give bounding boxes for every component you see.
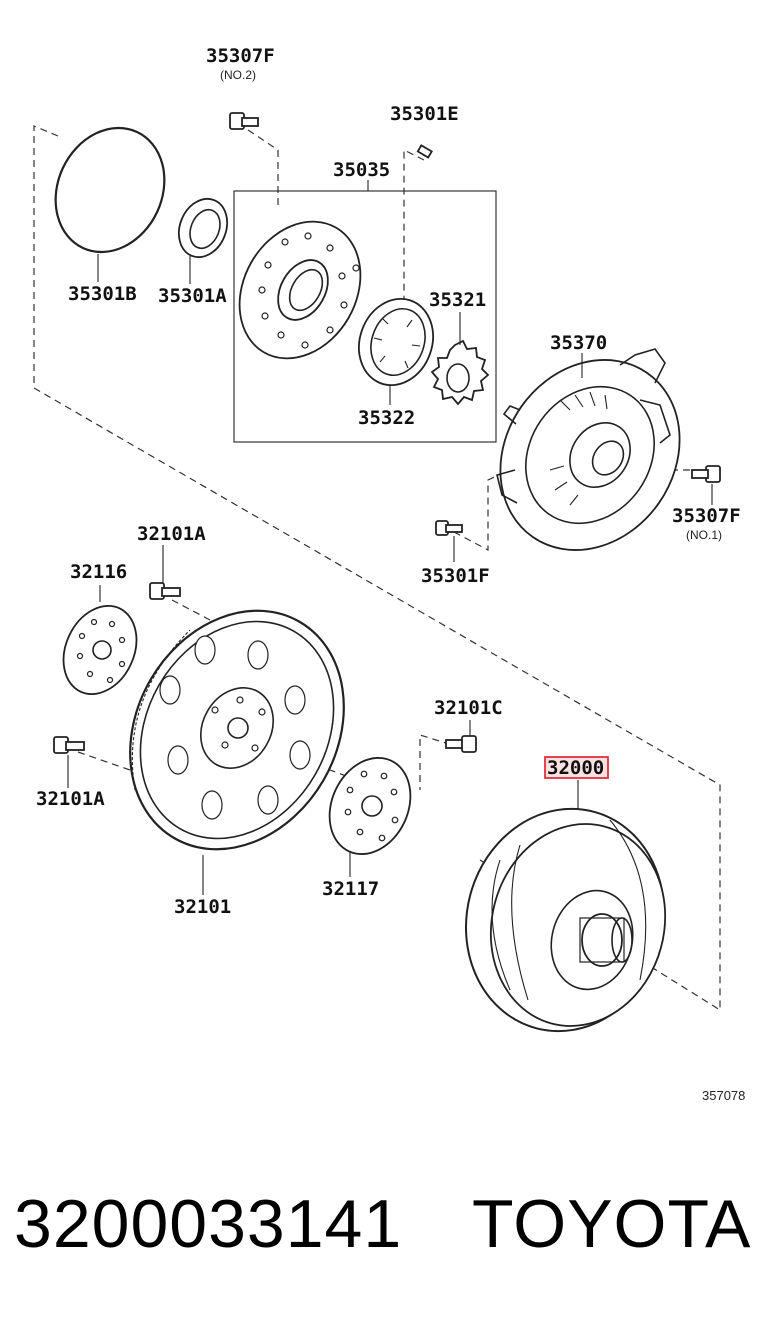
driven-gear-35322 <box>358 297 434 387</box>
callout-32101a-left: 32101A <box>36 788 105 810</box>
pin-35301e <box>416 144 433 159</box>
callout-32000: 32000 <box>547 757 604 779</box>
callout-32101: 32101 <box>174 896 231 918</box>
diagram-reference-number: 357078 <box>702 1088 745 1103</box>
pump-body-plate <box>238 220 362 360</box>
oil-seal-35301a <box>177 197 229 259</box>
part-number: 3200033141 <box>14 1186 403 1262</box>
torque-converter-32000 <box>465 807 667 1033</box>
callout-32101c: 32101C <box>434 697 503 719</box>
bolt-32101c <box>445 735 477 753</box>
callout-32101a-top: 32101A <box>137 523 206 545</box>
drive-plate-32101 <box>129 609 345 851</box>
callout-32000-highlight[interactable]: 32000 <box>544 756 609 779</box>
spacer-32117 <box>328 757 412 855</box>
brand-name: TOYOTA <box>472 1186 752 1262</box>
o-ring-35301b <box>54 126 166 254</box>
callout-35301a: 35301A <box>158 285 227 307</box>
callout-35301f: 35301F <box>421 565 490 587</box>
callout-35301e: 35301E <box>390 103 459 125</box>
callout-note-no1: (NO.1) <box>686 528 722 542</box>
callout-35370: 35370 <box>550 332 607 354</box>
bolt-32101a-left <box>53 736 85 754</box>
bolt-35301f <box>435 520 463 536</box>
bolt-35307f-no2 <box>229 112 259 130</box>
bolt-32101a-top <box>149 582 181 600</box>
callout-35307f-no1: 35307F <box>672 505 741 527</box>
callout-32117: 32117 <box>322 878 379 900</box>
part-footer: 3200033141 TOYOTA <box>14 1185 754 1285</box>
pump-assembly-group-box <box>233 190 497 443</box>
callout-35307f-no2: 35307F <box>206 45 275 67</box>
callout-note-no2: (NO.2) <box>220 68 256 82</box>
callout-32116: 32116 <box>70 561 127 583</box>
bolt-35307f-no1 <box>691 465 721 483</box>
callout-35321: 35321 <box>429 289 486 311</box>
callout-35035: 35035 <box>333 159 390 181</box>
spacer-32116 <box>62 605 138 695</box>
callout-35301b: 35301B <box>68 283 137 305</box>
callout-35322: 35322 <box>358 407 415 429</box>
oil-pump-body-35370 <box>496 348 681 551</box>
drive-gear-35321 <box>430 339 490 406</box>
leader-lines <box>67 180 713 895</box>
